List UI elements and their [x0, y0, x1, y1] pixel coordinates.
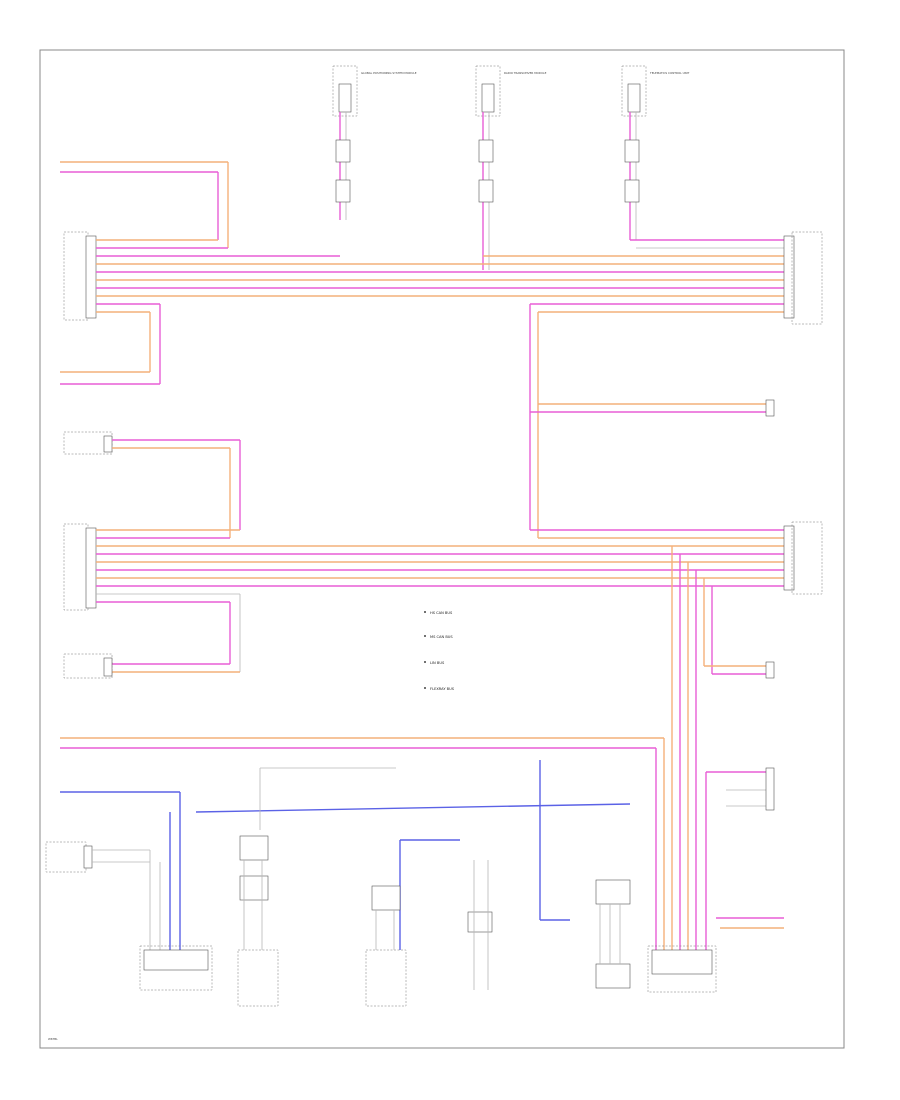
- bottom-can-feeds: [60, 737, 665, 950]
- bottom-connector-1: [139, 945, 213, 991]
- footer-code: W6TBL: [48, 1037, 58, 1041]
- legend-item-lin: LIN BUS: [430, 661, 445, 665]
- lower-right-connector: [783, 521, 823, 595]
- diagram-frame: [39, 49, 845, 1049]
- top-left-module: GLOBAL POSITIONING SYSTEM MODULE: [332, 65, 417, 220]
- bottom-connector-2: [237, 835, 279, 1007]
- upper-bus-lines: [60, 239, 790, 385]
- top-right-module-label: TELEMATICS CONTROL UNIT: [649, 71, 690, 75]
- bottom-connector-3: [365, 885, 407, 1007]
- legend-item-ms-can: MS CAN BUS: [430, 635, 453, 639]
- bottom-connector-5: [595, 879, 631, 989]
- top-center-module: RADIO TRANSCEIVER MODULE: [475, 65, 547, 270]
- top-center-module-label: RADIO TRANSCEIVER MODULE: [504, 71, 547, 75]
- top-right-module: TELEMATICS CONTROL UNIT: [621, 65, 690, 240]
- upper-right-connector: [783, 231, 823, 325]
- bottom-connector-6: [647, 917, 784, 993]
- lin-bus: [60, 760, 631, 950]
- legend: HS CAN BUS MS CAN BUS LIN BUS FLEXRAY BU…: [424, 611, 455, 691]
- bottom-connector-4: [467, 860, 493, 990]
- upper-left-connector: [63, 231, 97, 321]
- legend-item-flexray: FLEXRAY BUS: [430, 687, 455, 691]
- top-left-module-label: GLOBAL POSITIONING SYSTEM MODULE: [361, 71, 417, 75]
- lower-left-connector: [63, 523, 97, 611]
- lower-bus-lines: [96, 529, 790, 673]
- left-lin-module: [45, 841, 161, 950]
- center-trunk: [529, 304, 775, 538]
- right-vertical-bus: [671, 546, 697, 950]
- left-module-middle: [63, 431, 241, 538]
- legend-item-hs-can: HS CAN BUS: [430, 611, 453, 615]
- right-side-modules: [703, 578, 775, 950]
- left-module-lower: [63, 653, 113, 679]
- left-top-feed: [60, 161, 229, 248]
